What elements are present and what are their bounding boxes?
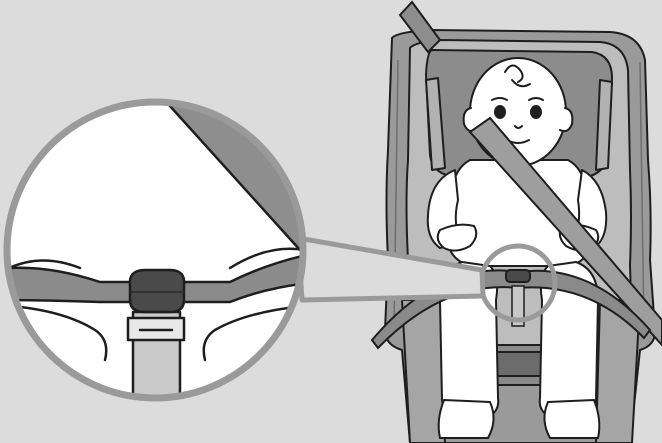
child-hand-left [438,225,477,251]
belt-guide-small [506,270,530,282]
child-foot-left [439,400,494,438]
zoom-belt-guide [130,270,184,312]
eye-right [531,106,541,118]
child-foot-right [544,400,599,438]
eye-left [495,106,505,118]
